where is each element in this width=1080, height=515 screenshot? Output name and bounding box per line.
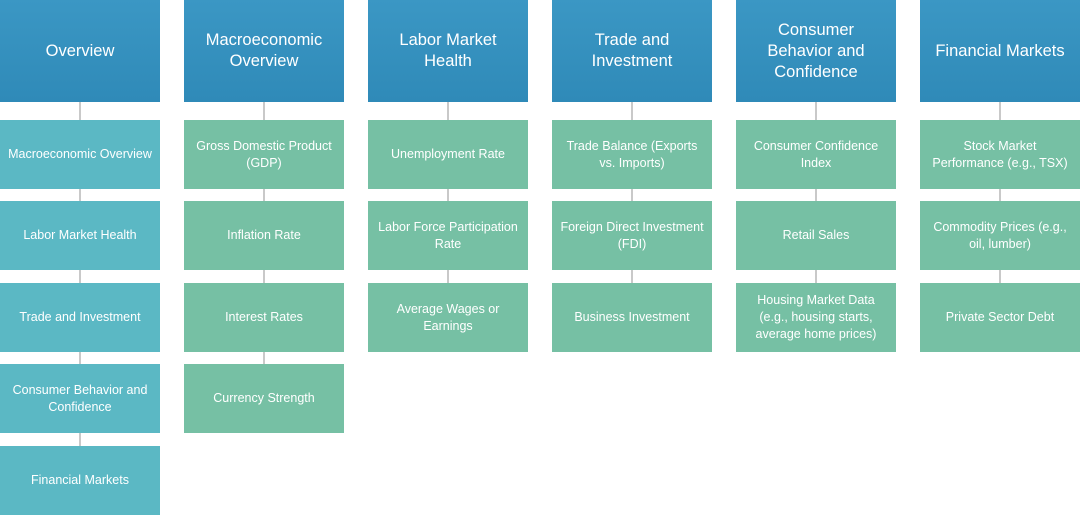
connector-line <box>79 189 81 201</box>
node-item: Consumer Behavior and Confidence <box>0 364 160 433</box>
node-item: Commodity Prices (e.g., oil, lumber) <box>920 201 1080 270</box>
column-trade-and-investment: Trade and Investment Trade Balance (Expo… <box>552 0 712 515</box>
connector-line <box>263 270 265 283</box>
connector-line <box>79 433 81 446</box>
column-header: Labor Market Health <box>368 0 528 102</box>
connector-line <box>999 270 1001 283</box>
connector-line <box>815 270 817 283</box>
node-item: Unemployment Rate <box>368 120 528 189</box>
connector-line <box>815 189 817 201</box>
node-item: Trade Balance (Exports vs. Imports) <box>552 120 712 189</box>
column-labor-market-health: Labor Market Health Unemployment Rate La… <box>368 0 528 515</box>
node-item: Business Investment <box>552 283 712 352</box>
connector-line <box>79 102 81 120</box>
node-item: Gross Domestic Product (GDP) <box>184 120 344 189</box>
column-consumer-behavior: Consumer Behavior and Confidence Consume… <box>736 0 896 515</box>
connector-line <box>631 189 633 201</box>
connector-line <box>999 189 1001 201</box>
connector-line <box>79 352 81 364</box>
connector-line <box>631 270 633 283</box>
node-item: Foreign Direct Investment (FDI) <box>552 201 712 270</box>
connector-line <box>263 102 265 120</box>
column-header: Overview <box>0 0 160 102</box>
connector-line <box>447 102 449 120</box>
connector-line <box>263 352 265 364</box>
node-item: Retail Sales <box>736 201 896 270</box>
connector-line <box>447 270 449 283</box>
node-item: Consumer Confidence Index <box>736 120 896 189</box>
column-header: Financial Markets <box>920 0 1080 102</box>
column-header: Macroeconomic Overview <box>184 0 344 102</box>
node-item: Inflation Rate <box>184 201 344 270</box>
node-item: Macroeconomic Overview <box>0 120 160 189</box>
node-item: Financial Markets <box>0 446 160 515</box>
column-macroeconomic-overview: Macroeconomic Overview Gross Domestic Pr… <box>184 0 344 515</box>
node-item: Stock Market Performance (e.g., TSX) <box>920 120 1080 189</box>
column-overview: Overview Macroeconomic Overview Labor Ma… <box>0 0 160 515</box>
node-item: Currency Strength <box>184 364 344 433</box>
connector-line <box>815 102 817 120</box>
connector-line <box>999 102 1001 120</box>
column-header: Trade and Investment <box>552 0 712 102</box>
node-item: Interest Rates <box>184 283 344 352</box>
connector-line <box>263 189 265 201</box>
connector-line <box>631 102 633 120</box>
column-financial-markets: Financial Markets Stock Market Performan… <box>920 0 1080 515</box>
column-header: Consumer Behavior and Confidence <box>736 0 896 102</box>
node-item: Labor Market Health <box>0 201 160 270</box>
connector-line <box>447 189 449 201</box>
node-item: Housing Market Data (e.g., housing start… <box>736 283 896 352</box>
node-item: Private Sector Debt <box>920 283 1080 352</box>
node-item: Trade and Investment <box>0 283 160 352</box>
node-item: Average Wages or Earnings <box>368 283 528 352</box>
node-item: Labor Force Participation Rate <box>368 201 528 270</box>
connector-line <box>79 270 81 283</box>
